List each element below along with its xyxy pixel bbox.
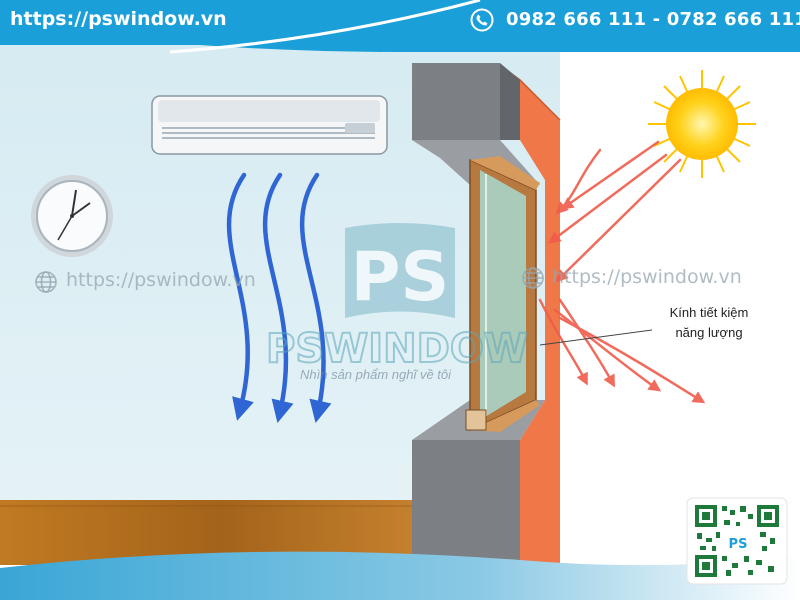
heat-ray-arrows (538, 140, 706, 404)
qr-code-icon: PS (686, 497, 788, 585)
callout-line-1: Kính tiết kiệm (669, 305, 749, 320)
cool-air-arrows (226, 172, 332, 423)
energy-saving-glass-label: Kính tiết kiệm năng lượng (654, 303, 764, 343)
watermark-url-right: https://pswindow.vn (552, 266, 742, 288)
window-frame (465, 156, 540, 432)
header-band (0, 0, 800, 52)
watermark-url-left: https://pswindow.vn (66, 269, 256, 291)
globe-icon (35, 271, 57, 293)
pswindow-watermark-logo: PS PSWINDOW (265, 223, 529, 373)
globe-icon (522, 267, 544, 289)
qr-logo-text: PS (729, 537, 748, 552)
phone-numbers[interactable]: 0982 666 111 - 0782 666 111 (506, 9, 800, 30)
phone-icon (470, 8, 494, 32)
watermark-tagline: Nhìn sản phẩm nghĩ về tôi (300, 367, 452, 382)
svg-text:PS: PS (351, 238, 450, 317)
air-conditioner (151, 95, 388, 155)
callout-leader-line (539, 329, 653, 346)
sun-icon (648, 70, 756, 178)
site-url[interactable]: https://pswindow.vn (10, 8, 227, 30)
wall-clock-icon (31, 175, 113, 257)
watermark-brand-name: PSWINDOW (266, 326, 528, 372)
callout-line-2: năng lượng (675, 325, 743, 340)
footer-swoosh (0, 551, 800, 600)
